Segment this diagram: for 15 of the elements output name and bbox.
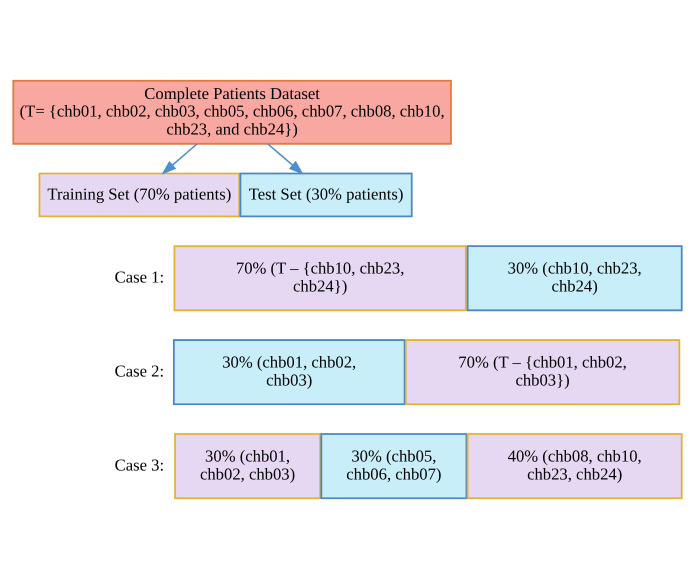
label: Case 2: xyxy=(114,362,164,381)
label: Case 1: xyxy=(114,268,164,287)
node-box: 30% (chb05, chb06, chb07) xyxy=(320,433,468,500)
node-box: 30% (chb01, chb02, chb03) xyxy=(174,433,322,500)
node-box: 30% (chb10, chb23, chb24) xyxy=(466,245,683,312)
label: Case 3: xyxy=(114,456,164,475)
arrow xyxy=(267,143,304,175)
node-box: 70% (T – {chb10, chb23, chb24}) xyxy=(174,245,467,312)
node-box: Test Set (30% patients) xyxy=(240,172,413,218)
node-box: 40% (chb08, chb10, chb23, chb24) xyxy=(466,433,683,500)
arrow xyxy=(161,143,198,175)
node-box: Training Set (70% patients) xyxy=(38,172,240,218)
node-box: Complete Patients Dataset (T= {chb01, chb02, chb03, chb05, chb06, chb07, chb08, chb10, chb23, and chb24}) xyxy=(12,80,452,145)
node-box: 70% (T – {chb01, chb02, chb03}) xyxy=(404,339,680,406)
node-box: 30% (chb01, chb02, chb03) xyxy=(172,339,406,406)
